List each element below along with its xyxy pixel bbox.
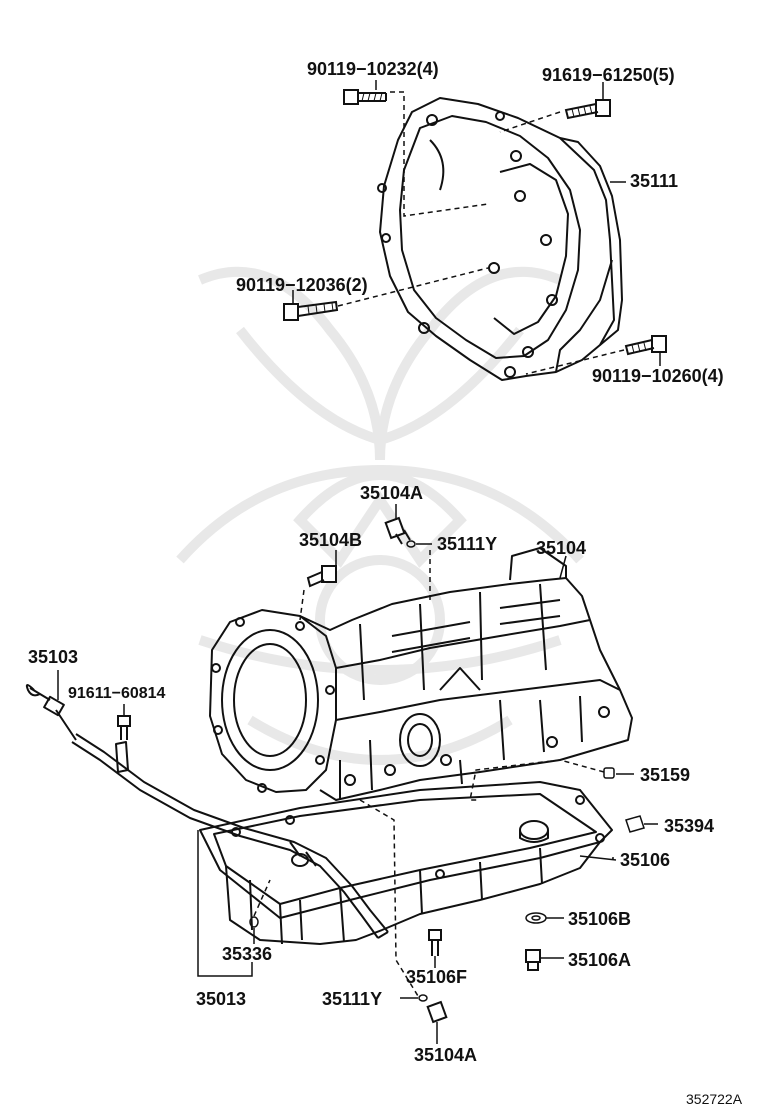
label-91611-60814: 91611−60814 <box>68 685 166 702</box>
label-35106A: 35106A <box>568 950 632 970</box>
oil-pan-35106 <box>199 781 613 945</box>
label-35104A-bottom: 35104A <box>414 1045 478 1065</box>
bolt-91611-60814 <box>117 715 131 740</box>
pan-magnet <box>519 820 549 843</box>
plug-35104A-top <box>384 516 411 545</box>
oring-35111Y-bottom <box>418 994 428 1002</box>
label-35013: 35013 <box>196 989 247 1009</box>
filler-tube-35013 <box>71 733 389 939</box>
plug-35159 <box>603 767 615 779</box>
housing-bolt-holes <box>377 111 558 378</box>
bolt-91619-61250 <box>564 99 611 120</box>
label-91619-61250: 91619−61250(5) <box>542 65 675 85</box>
label-35111: 35111 <box>630 171 679 191</box>
label-35106: 35106 <box>620 850 671 870</box>
flange-bolt-holes <box>211 617 335 793</box>
label-90119-10232: 90119−10232(4) <box>307 59 439 79</box>
gasket-35106B <box>525 912 547 924</box>
label-35104A-top: 35104A <box>360 483 424 503</box>
drain-plug-35106A <box>525 949 541 971</box>
lower-leaders <box>57 504 658 1044</box>
bolt-90119-10260 <box>624 335 667 356</box>
label-35106B: 35106B <box>568 909 632 929</box>
label-35336: 35336 <box>222 944 273 964</box>
part-35394 <box>625 815 645 833</box>
label-35103: 35103 <box>28 647 79 667</box>
fitting-35104B <box>306 565 337 588</box>
oring-35336 <box>249 916 259 928</box>
oring-35111Y-top <box>406 540 416 548</box>
bell-housing-35111 <box>377 97 623 381</box>
watermark-emblem <box>176 266 584 765</box>
label-35394: 35394 <box>664 816 715 836</box>
plug-35104A-bottom <box>426 1000 448 1024</box>
label-35111Y-bottom: 35111Y <box>322 989 383 1009</box>
bolt-90119-12036 <box>283 300 339 321</box>
label-35104B: 35104B <box>299 530 363 550</box>
transmission-case-35104 <box>209 547 633 801</box>
label-35106F: 35106F <box>406 967 468 987</box>
label-35111Y-top: 35111Y <box>437 534 498 554</box>
label-90119-10260: 90119−10260(4) <box>592 366 724 386</box>
bolt-90119-10232 <box>343 89 387 105</box>
bolt-35106F <box>428 929 442 956</box>
upper-dashed-leaders <box>337 91 625 375</box>
dipstick-35103 <box>25 684 77 741</box>
lower-dashed-leaders <box>253 550 605 997</box>
label-35159: 35159 <box>640 765 691 785</box>
upper-leaders <box>292 80 661 366</box>
figure-reference-number: 352722A <box>686 1091 743 1107</box>
label-90119-12036: 90119−12036(2) <box>236 275 368 295</box>
label-35104: 35104 <box>536 538 587 558</box>
